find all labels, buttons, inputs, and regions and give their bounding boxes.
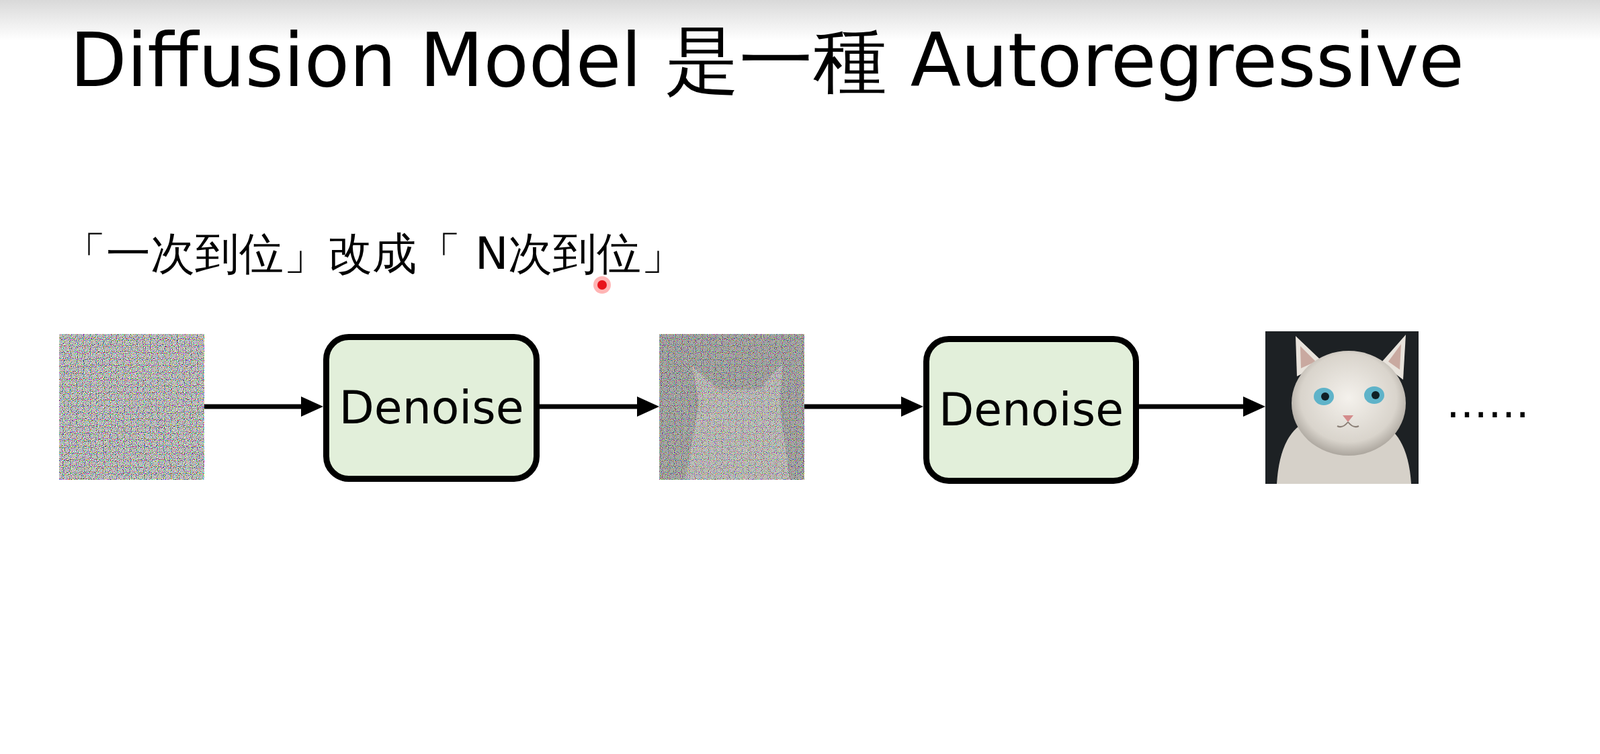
- slide-title: Diffusion Model 是一種 Autoregressive: [69, 20, 1465, 102]
- process-box: Denoise: [323, 333, 540, 482]
- cat-image: [1265, 331, 1419, 484]
- box-label: Denoise: [938, 385, 1124, 436]
- noise-image: [59, 333, 205, 480]
- ellipsis: ……: [1446, 380, 1530, 427]
- noisy-cat-image: [659, 333, 805, 480]
- subtitle: 「一次到位」改成「 N次到位」: [61, 229, 686, 279]
- process-box: Denoise: [923, 335, 1140, 484]
- box-label: Denoise: [338, 383, 524, 434]
- laser-pointer: [593, 276, 611, 294]
